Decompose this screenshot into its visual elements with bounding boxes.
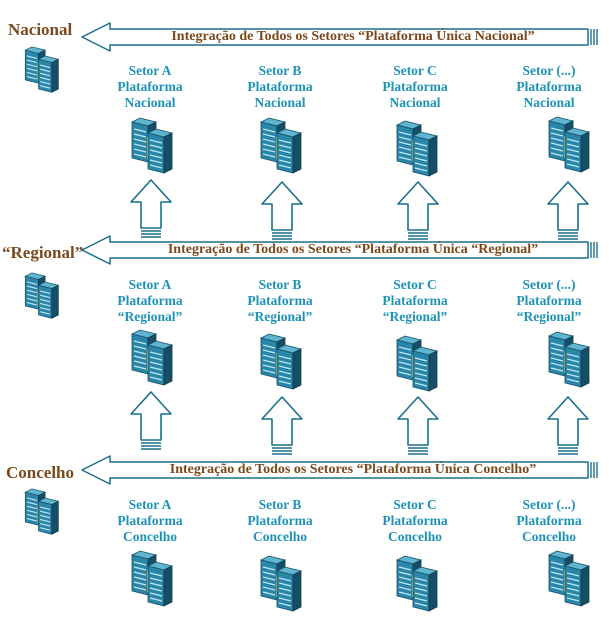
sector-name: Setor A — [128, 497, 172, 512]
sector-label: Setor B Plataforma Concelho — [225, 497, 335, 545]
server-rack-icon — [391, 335, 441, 393]
sector-platform: Plataforma — [382, 79, 448, 94]
sector-scope: Nacional — [124, 95, 176, 110]
arrow-up-icon — [129, 390, 173, 452]
server-rack-icon — [391, 120, 441, 178]
sector-label: Setor C Plataforma Concelho — [360, 497, 470, 545]
sector-label: Setor C Plataforma “Regional” — [360, 277, 470, 325]
arrow-up-icon — [260, 180, 304, 242]
server-rack-icon — [255, 117, 305, 175]
integration-banner-regional: Integração de Todos os Setores “Platafor… — [80, 235, 600, 265]
sector-platform: Plataforma — [247, 293, 313, 308]
sector-platform: Plataforma — [516, 513, 582, 528]
sector-platform: Plataforma — [516, 293, 582, 308]
sector-platform: Plataforma — [117, 513, 183, 528]
sector-scope: “Regional” — [382, 309, 448, 324]
integration-banner-nacional: Integração de Todos os Setores “Platafor… — [80, 22, 600, 52]
sector-scope: Concelho — [253, 529, 307, 544]
level-label-regional: “Regional” — [2, 243, 84, 262]
sector-name: Setor B — [258, 497, 302, 512]
sector-scope: Nacional — [254, 95, 306, 110]
banner-text: Integração de Todos os Setores “Platafor… — [171, 29, 535, 44]
server-rack-icon — [255, 555, 305, 613]
arrow-up-icon — [396, 180, 440, 242]
arrow-up-icon — [129, 178, 173, 240]
integration-banner-concelho: Integração de Todos os Setores “Platafor… — [80, 455, 600, 485]
sector-scope: Nacional — [389, 95, 441, 110]
sector-name: Setor (...) — [522, 277, 576, 292]
server-rack-icon — [126, 550, 176, 608]
server-rack-icon — [255, 333, 305, 391]
sector-scope: “Regional” — [247, 309, 313, 324]
sector-platform: Plataforma — [117, 293, 183, 308]
level-label-nacional: Nacional — [8, 20, 73, 39]
arrow-up-icon — [546, 180, 590, 242]
arrow-up-icon — [260, 395, 304, 457]
arrow-up-icon — [546, 395, 590, 457]
sector-scope: “Regional” — [117, 309, 183, 324]
sector-scope: “Regional” — [516, 309, 582, 324]
sector-platform: Plataforma — [382, 293, 448, 308]
sector-label: Setor (...) Plataforma Concelho — [494, 497, 604, 545]
sector-name: Setor B — [258, 277, 302, 292]
server-rack-icon — [543, 331, 593, 389]
server-rack-icon — [16, 46, 66, 94]
banner-text: Integração de Todos os Setores “Platafor… — [167, 242, 539, 257]
sector-name: Setor A — [128, 63, 172, 78]
level-label-concelho: Concelho — [6, 463, 74, 482]
sector-scope: Concelho — [522, 529, 576, 544]
sector-platform: Plataforma — [382, 513, 448, 528]
server-rack-icon — [16, 272, 66, 320]
sector-name: Setor (...) — [522, 63, 576, 78]
sector-label: Setor A Plataforma Concelho — [95, 497, 205, 545]
sector-name: Setor C — [393, 277, 437, 292]
sector-platform: Plataforma — [247, 79, 313, 94]
sector-name: Setor B — [258, 63, 302, 78]
sector-scope: Concelho — [388, 529, 442, 544]
arrow-up-icon — [396, 395, 440, 457]
sector-platform: Plataforma — [247, 513, 313, 528]
banner-text: Integração de Todos os Setores “Platafor… — [169, 462, 537, 477]
sector-platform: Plataforma — [516, 79, 582, 94]
sector-name: Setor A — [128, 277, 172, 292]
sector-label: Setor C Plataforma Nacional — [360, 63, 470, 111]
sector-name: Setor C — [393, 63, 437, 78]
server-rack-icon — [126, 117, 176, 175]
sector-label: Setor A Plataforma “Regional” — [95, 277, 205, 325]
sector-platform: Plataforma — [117, 79, 183, 94]
server-rack-icon — [16, 488, 66, 536]
server-rack-icon — [543, 116, 593, 174]
sector-scope: Nacional — [523, 95, 575, 110]
sector-label: Setor B Plataforma “Regional” — [225, 277, 335, 325]
sector-scope: Concelho — [123, 529, 177, 544]
sector-label: Setor (...) Plataforma “Regional” — [494, 277, 604, 325]
server-rack-icon — [391, 555, 441, 613]
sector-name: Setor (...) — [522, 497, 576, 512]
sector-label: Setor A Plataforma Nacional — [95, 63, 205, 111]
sector-label: Setor B Plataforma Nacional — [225, 63, 335, 111]
server-rack-icon — [126, 329, 176, 387]
sector-label: Setor (...) Plataforma Nacional — [494, 63, 604, 111]
server-rack-icon — [543, 550, 593, 608]
sector-name: Setor C — [393, 497, 437, 512]
